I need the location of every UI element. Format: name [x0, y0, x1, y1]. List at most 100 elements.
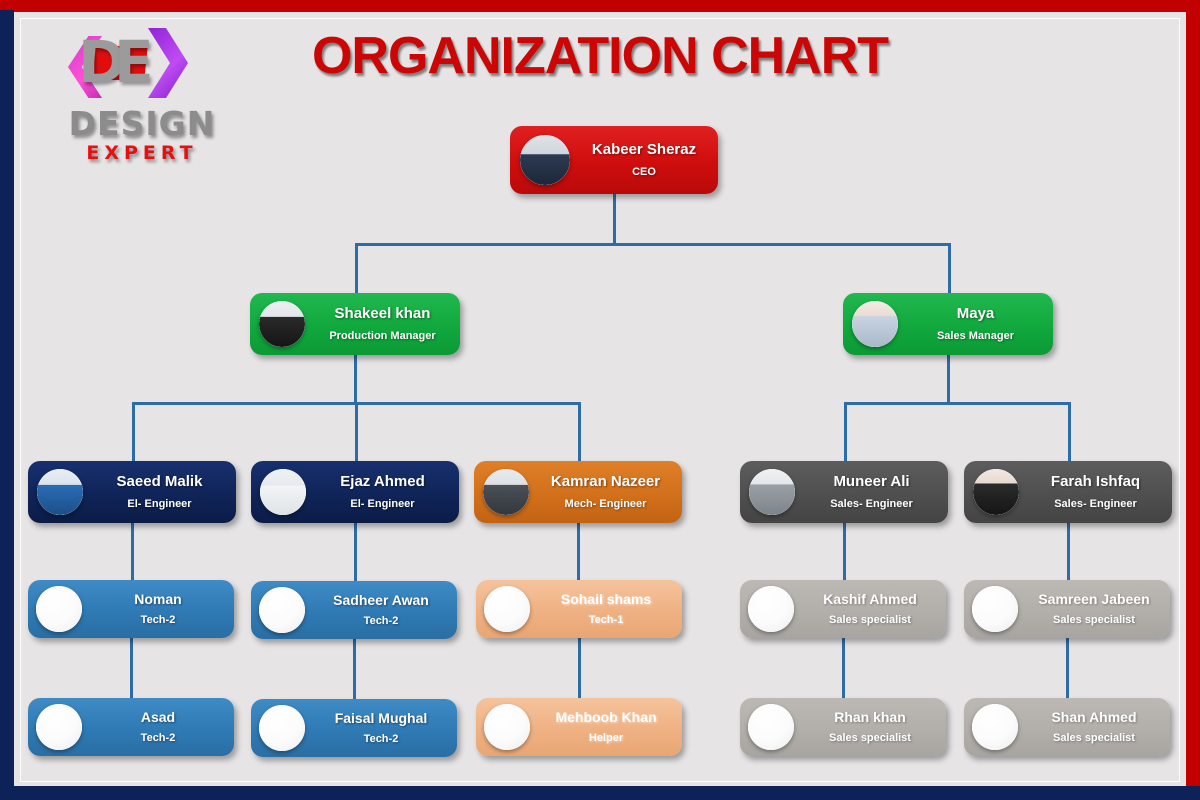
design-expert-logo: D E DESIGN EXPERT: [52, 18, 232, 178]
node-title: Sales specialist: [1053, 613, 1135, 626]
node-title: Tech-2: [140, 731, 176, 744]
node-name: Ejaz Ahmed: [340, 473, 425, 491]
logo-word-design: DESIGN: [68, 104, 216, 143]
connector-to-engineer-2: [355, 402, 358, 461]
node-title: Sales specialist: [829, 731, 911, 744]
node-name: Asad: [140, 708, 176, 725]
connector-t2-to-t7: [352, 639, 356, 699]
avatar: [37, 469, 83, 515]
page-title: ORGANIZATION CHART: [311, 27, 889, 85]
connector-eng1-to-t1: [130, 523, 134, 580]
avatar: [36, 586, 82, 632]
logo-word-expert: EXPERT: [86, 142, 198, 164]
connector-to-sales-mgr: [948, 243, 951, 293]
avatar: [972, 704, 1018, 750]
node-name: Shan Ahmed: [1051, 708, 1137, 725]
node-title: Sales Manager: [936, 329, 1015, 342]
node-name: Shakeel khan: [334, 305, 431, 323]
node-title: Production Manager: [329, 329, 436, 342]
avatar-photo: [852, 301, 898, 347]
connector-t1-to-t6: [129, 638, 133, 698]
node-name: Faisal Mughal: [334, 709, 428, 726]
node-title: Helper: [588, 731, 624, 744]
node-name: Kabeer Sheraz: [591, 140, 697, 158]
node-name: Samreen Jabeen: [1038, 590, 1150, 607]
connector-sales-mgr-bus: [844, 402, 1068, 405]
connector-t5-to-t10: [1065, 638, 1069, 698]
connector-ceo-bus: [355, 243, 948, 246]
avatar-placeholder-icon: [484, 704, 530, 750]
avatar: [972, 586, 1018, 632]
connector-ceo-stem: [612, 194, 616, 243]
logo-monogram-icon: D E: [52, 18, 232, 114]
connector-eng3-to-t3: [576, 523, 580, 580]
avatar: [259, 587, 305, 633]
avatar-photo: [520, 135, 570, 185]
node-title: Tech-2: [363, 732, 399, 745]
avatar: [973, 469, 1019, 515]
avatar-photo: [37, 469, 83, 515]
avatar: [852, 301, 898, 347]
node-name: Muneer Ali: [833, 473, 910, 491]
avatar-placeholder-icon: [748, 704, 794, 750]
avatar-placeholder-icon: [36, 586, 82, 632]
frame-border-right: [1186, 0, 1200, 788]
connector-eng2-to-t2: [353, 523, 357, 581]
node-title: El- Engineer: [127, 497, 192, 510]
avatar-photo: [259, 301, 305, 347]
node-name: Kashif Ahmed: [823, 590, 917, 607]
avatar-placeholder-icon: [972, 586, 1018, 632]
node-name: Mehboob Khan: [555, 708, 657, 725]
node-name: Rhan khan: [834, 708, 906, 725]
logo-right-chevron-icon: [148, 28, 188, 98]
node-title: Tech-2: [363, 614, 399, 627]
logo-letter-d-icon: D: [78, 28, 127, 96]
avatar: [259, 705, 305, 751]
node-title: El- Engineer: [350, 497, 415, 510]
connector-t3-to-t8: [577, 638, 581, 698]
node-title: CEO: [632, 166, 656, 179]
avatar: [260, 469, 306, 515]
frame-border-left: [0, 10, 14, 800]
avatar: [484, 704, 530, 750]
node-name: Sadheer Awan: [333, 591, 429, 608]
avatar-photo: [973, 469, 1019, 515]
frame-border-top: [0, 0, 1200, 12]
connector-sales-mgr-stem: [946, 355, 950, 402]
avatar-placeholder-icon: [972, 704, 1018, 750]
avatar-placeholder-icon: [748, 586, 794, 632]
node-title: Sales- Engineer: [830, 497, 913, 510]
avatar: [36, 704, 82, 750]
node-title: Sales specialist: [829, 613, 911, 626]
connector-to-engineer-1: [132, 402, 135, 461]
node-name: Saeed Malik: [116, 473, 203, 491]
